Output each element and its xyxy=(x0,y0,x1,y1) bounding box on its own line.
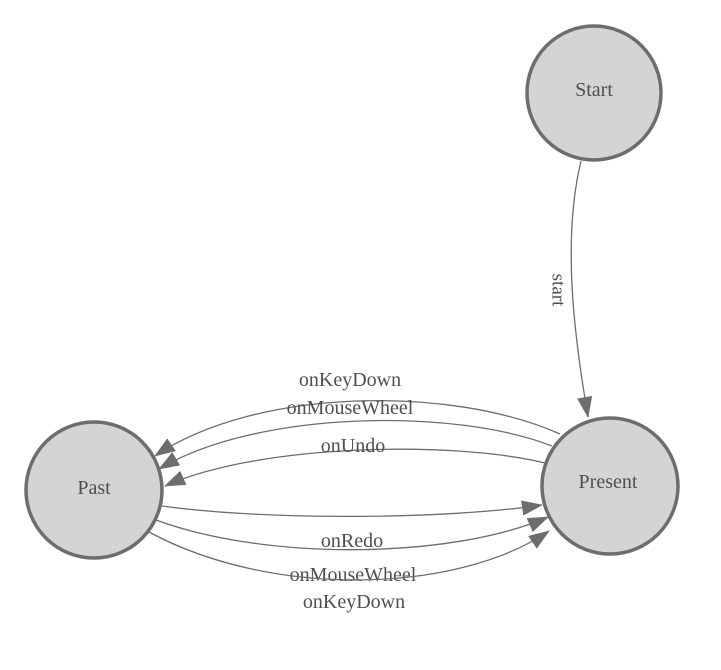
edge-past-to-present-onkeydown: onKeyDown xyxy=(148,530,550,613)
edge-present-to-past-onundo: onUndo xyxy=(164,435,546,487)
state-node-past[interactable]: Past xyxy=(24,420,164,560)
state-label-past: Past xyxy=(77,477,111,499)
edge-path-onmousewheel-top xyxy=(158,419,553,470)
edge-past-to-present-onmousewheel: onMouseWheel xyxy=(155,516,549,586)
state-label-present: Present xyxy=(579,471,638,493)
state-node-present[interactable]: Present xyxy=(540,416,680,556)
state-circle-start[interactable] xyxy=(525,24,663,162)
edge-path-onredo xyxy=(161,500,543,518)
edge-past-to-present-onredo: onRedo xyxy=(161,500,543,552)
edge-label-onkeydown-top: onKeyDown xyxy=(299,369,401,391)
edge-path-start xyxy=(570,160,593,418)
edge-path-onkeydown-top xyxy=(154,400,561,457)
state-circle-past[interactable] xyxy=(24,420,164,560)
state-node-start[interactable]: Start xyxy=(525,24,663,162)
state-label-start: Start xyxy=(575,79,613,101)
edge-present-to-past-onmousewheel: onMouseWheel xyxy=(158,397,553,470)
edge-label-onkeydown-bottom: onKeyDown xyxy=(303,591,405,613)
edge-label-onredo: onRedo xyxy=(321,530,383,552)
edge-path-onundo xyxy=(164,448,546,487)
edge-label-start: start xyxy=(548,274,569,307)
state-circle-present[interactable] xyxy=(540,416,680,556)
edge-label-onundo: onUndo xyxy=(321,435,385,457)
edge-path-onkeydown-bottom xyxy=(148,530,550,581)
edge-path-onmousewheel-bottom xyxy=(155,516,549,551)
edge-label-onmousewheel-bottom: onMouseWheel xyxy=(290,564,417,586)
edge-label-onmousewheel-top: onMouseWheel xyxy=(287,397,414,419)
edge-present-to-past-onkeydown: onKeyDown xyxy=(154,369,561,457)
edge-start-to-present: start xyxy=(548,160,593,418)
